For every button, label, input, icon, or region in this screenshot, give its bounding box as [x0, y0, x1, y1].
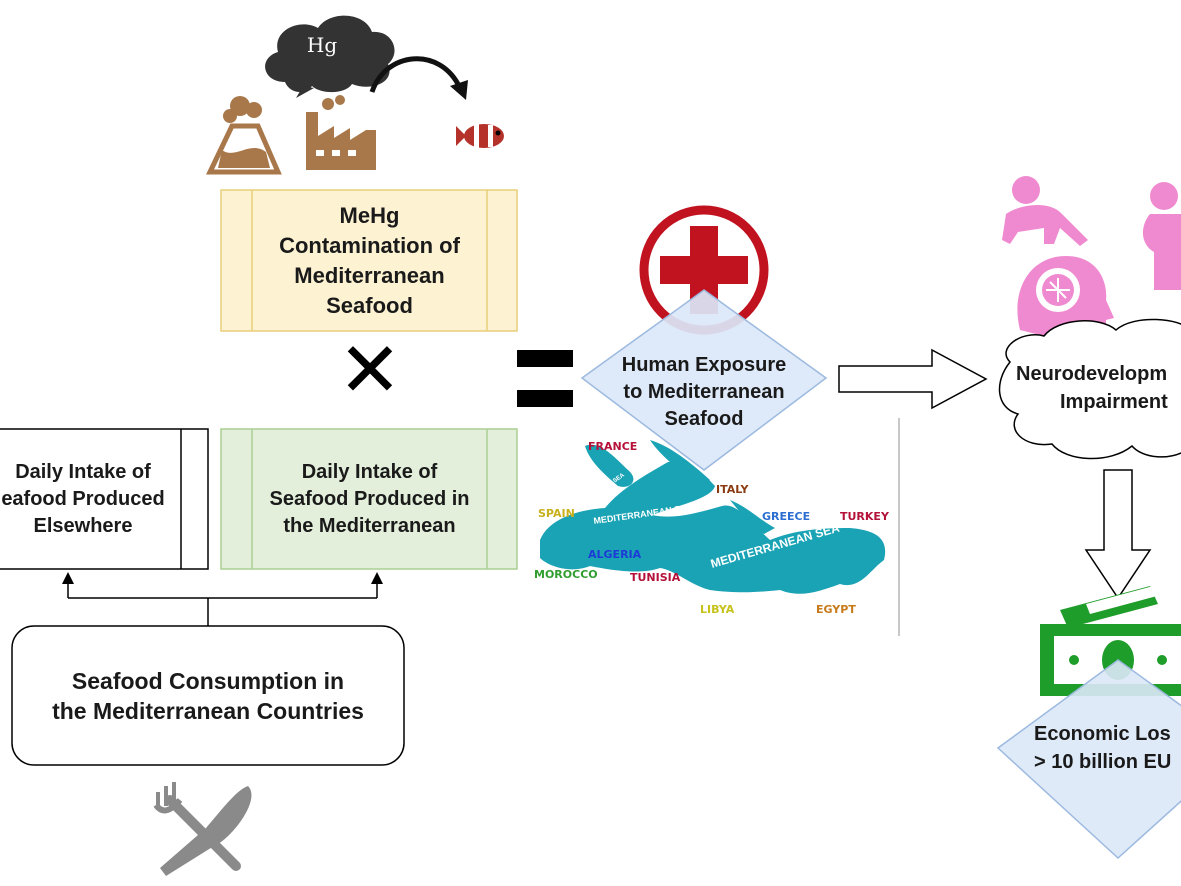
neuro-line-1: Neurodevelopm — [1016, 363, 1168, 385]
mehg-box-text: MeHg Contamination of Mediterranean Seaf… — [252, 190, 487, 331]
fish-icon — [456, 124, 504, 148]
country-egypt: EGYPT — [816, 603, 856, 616]
consumption-line-2: the Mediterranean Countries — [52, 697, 364, 724]
equals-sign — [517, 350, 573, 407]
mehg-line-2: Contamination of — [279, 232, 460, 258]
economic-line-2: > 10 billion EU — [1034, 751, 1172, 773]
fork-knife-icon — [153, 782, 252, 876]
block-arrow-right — [838, 348, 988, 410]
country-morocco: MOROCCO — [534, 568, 598, 581]
intake-med-text: Daily Intake of Seafood Produced in the … — [252, 429, 487, 569]
neuro-line-2: Impairment — [1060, 391, 1168, 413]
country-libya: LIBYA — [700, 603, 735, 616]
money-icon — [1040, 582, 1181, 696]
multiply-sign: ✕ — [338, 325, 402, 414]
exposure-text: Human Exposure to Mediterranean Seafood — [600, 340, 808, 444]
block-arrow-down — [1084, 469, 1152, 600]
economic-line-1: Economic Los — [1034, 723, 1171, 745]
exposure-diamond — [580, 289, 828, 471]
country-algeria: ALGERIA — [588, 548, 642, 561]
factory-icon — [306, 95, 376, 170]
volcano-icon — [206, 96, 282, 175]
intake-mediterranean-box — [220, 428, 518, 570]
country-italy: ITALY — [716, 483, 750, 496]
exposure-line-1: Human Exposure — [621, 353, 787, 376]
med-line-2: Seafood Produced in — [269, 487, 470, 510]
med-line-1: Daily Intake of — [301, 460, 438, 483]
elsewhere-line-3: Elsewhere — [33, 514, 133, 537]
consumption-line-1: Seafood Consumption in — [71, 667, 345, 694]
country-tunisia: TUNISIA — [630, 571, 681, 584]
exposure-line-2: to Mediterranean — [623, 380, 785, 403]
country-france: FRANCE — [588, 440, 637, 453]
hg-cloud-icon: Hg — [265, 15, 395, 98]
consumption-connectors — [62, 572, 383, 626]
mediterranean-map: MEDITERRANEAN SEA MEDITERRANEAN SEA ADRI… — [534, 440, 890, 616]
economic-diamond — [996, 659, 1181, 860]
hg-label: Hg — [307, 33, 337, 57]
exposure-line-3: Seafood — [664, 407, 744, 430]
economic-text: Economic Los > 10 billion EU — [1034, 720, 1181, 776]
curved-arrow-icon — [369, 56, 468, 100]
med-line-3: the Mediterranean — [283, 514, 456, 537]
country-spain: SPAIN — [538, 507, 575, 520]
mehg-line-4: Seafood — [326, 292, 413, 318]
mehg-contamination-box — [220, 189, 518, 332]
elsewhere-line-1: Daily Intake of — [15, 460, 151, 483]
neuro-text: Neurodevelopm Impairment — [1016, 360, 1181, 416]
neuro-cloud — [998, 318, 1181, 460]
baby-crawling-icon — [1002, 176, 1088, 246]
consumption-box — [11, 625, 405, 766]
mehg-line-3: Mediterranean — [294, 262, 445, 288]
mehg-line-1: MeHg — [339, 202, 400, 228]
country-turkey: TURKEY — [840, 510, 890, 523]
intake-elsewhere-box — [0, 428, 209, 570]
pregnant-woman-icon — [1142, 182, 1181, 290]
consumption-text: Seafood Consumption in the Mediterranean… — [12, 626, 404, 765]
country-greece: GREECE — [762, 510, 810, 523]
intake-elsewhere-text: Daily Intake of eafood Produced Elsewher… — [0, 429, 188, 569]
elsewhere-line-2: eafood Produced — [1, 487, 165, 510]
